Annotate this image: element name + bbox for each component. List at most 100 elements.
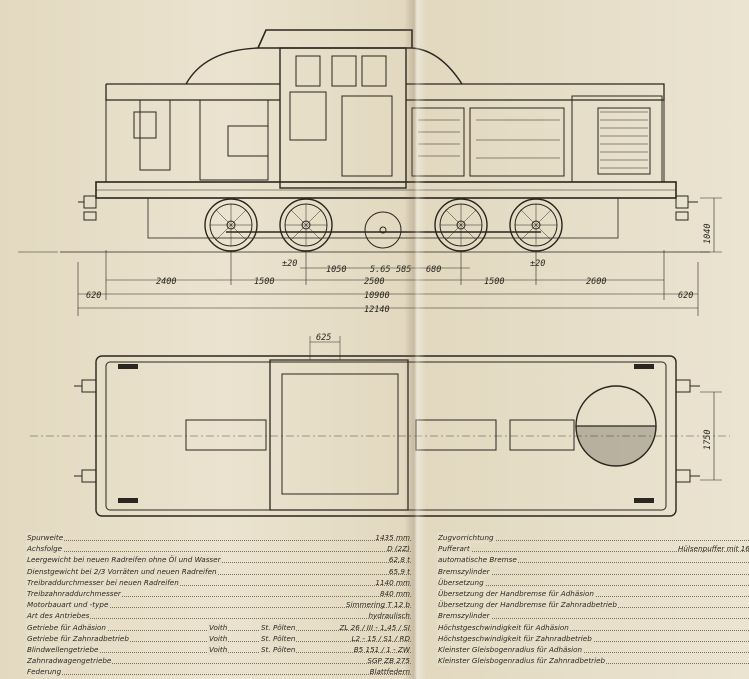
spec-value: L2 - 15 / S1 / RD (351, 633, 410, 643)
spec-label: Blindwellengetriebe (26, 643, 100, 656)
spec-place: St. Pölten (260, 632, 297, 644)
dotted-leader (437, 633, 749, 642)
spec-row: Bremszylinder (437, 565, 749, 577)
dim-1500-b: 1500 (484, 277, 504, 287)
dim-tol-right: ±20 (530, 259, 545, 269)
spec-label: Bremszylinder (437, 610, 491, 622)
dim-620-right: 620 (678, 291, 693, 301)
spec-value: Simmering T 12 b (345, 600, 410, 610)
dim-585: 585 (396, 265, 411, 275)
spec-value: ZL 26 / III - 1,45 / SI (339, 622, 410, 632)
dotted-leader (437, 554, 749, 564)
spec-row: Motorbauart und -type Simmering T 12 b (26, 599, 411, 611)
spec-row: Blindwellengetriebe Voith St. Pölten B5 151… (26, 643, 411, 656)
dim-1500-a: 1500 (254, 277, 274, 287)
dim-2500: 2500 (364, 277, 384, 287)
spec-label: Kleinster Gleisbogenradius für Adhäsion (437, 643, 584, 656)
dim-2400: 2400 (156, 277, 176, 287)
spec-label: Art des Antriebes (26, 610, 91, 622)
spec-row: Getriebe für Zahnradbetrieb Voith St. Pölt… (26, 632, 411, 644)
spec-label: Motorbauart und -type (26, 599, 110, 611)
spec-label: Pufferart (437, 543, 471, 555)
dim-620-left: 620 (86, 291, 101, 301)
spec-value: D (2Z) (387, 544, 410, 554)
spec-row: Übersetzung (437, 576, 749, 588)
dotted-leader (26, 577, 411, 586)
spec-value: SGP ZB 275 (367, 656, 410, 666)
dotted-leader (437, 644, 749, 653)
dotted-leader (437, 610, 749, 620)
spec-label: Dienstgewicht bei 2/3 Vorräten und neuen… (26, 565, 218, 577)
spec-value: 65,9 t (388, 566, 410, 576)
drive-wheels (204, 198, 563, 252)
spec-label: Treibraddurchmesser bei neuen Radreifen (26, 576, 180, 588)
spec-row: Getriebe für Adhäsion Voith St. Pölten ZL 2… (26, 621, 411, 633)
side-buffers (78, 195, 698, 221)
dotted-leader (26, 543, 411, 553)
spec-row: Übersetzung der Handbremse für Adhäsion (437, 587, 749, 600)
spec-maker: Voith (208, 643, 229, 656)
spec-label: Getriebe für Adhäsion (26, 621, 107, 633)
spec-label: Übersetzung (437, 576, 485, 588)
spec-label: Leergewicht bei neuen Radreifen ohne Öl … (26, 554, 222, 566)
dotted-leader (437, 577, 749, 586)
dim-625: 625 (316, 333, 331, 343)
dimension-labels: ±20 ±20 1050 5.65 585 680 2400 1500 2500… (86, 224, 713, 450)
spec-label: Kleinster Gleisbogenradius für Zahnradbe… (437, 655, 607, 667)
dim-12140: 12140 (364, 305, 390, 315)
spec-maker: Voith (208, 621, 229, 633)
dimension-lines (77, 250, 699, 316)
spec-maker: Voith (208, 632, 229, 644)
dim-10900: 10900 (364, 291, 390, 301)
dim-2600: 2600 (586, 277, 606, 287)
spec-row: automatische Bremse (437, 554, 749, 566)
spec-label: Getriebe für Zahnradbetrieb (26, 632, 130, 644)
dim-1750: 1750 (703, 430, 713, 450)
spec-row: Leergewicht bei neuen Radreifen ohne Öl … (26, 554, 411, 566)
radiator-grille (418, 111, 648, 169)
spec-row: Kleinster Gleisbogenradius für Zahnradbe… (437, 655, 749, 667)
spec-place: St. Pölten (260, 643, 297, 656)
spec-value: B5 151 / 1 - ZW (353, 644, 410, 654)
spec-row: Höchstgeschwindigkeit für Adhäsion5 (437, 621, 749, 633)
spec-row: Kleinster Gleisbogenradius für Adhäsion (437, 643, 749, 656)
paper-fold (404, 0, 426, 679)
spec-label: Höchstgeschwindigkeit für Zahnradbetrieb (437, 632, 593, 644)
spec-row: Höchstgeschwindigkeit für Zahnradbetrieb… (437, 632, 749, 644)
spec-label: Federung (26, 666, 63, 678)
dotted-leader (437, 622, 749, 631)
spec-value: 1435 mm (375, 533, 410, 542)
spec-label: Übersetzung der Handbremse für Adhäsion (437, 587, 595, 600)
spec-label: Höchstgeschwindigkeit für Adhäsion (437, 621, 570, 633)
dim-680: 680 (426, 265, 441, 275)
dotted-leader (26, 566, 411, 575)
dotted-leader (26, 610, 411, 620)
spec-row: Zahnradwagengetriebe SGP ZB 275 (26, 655, 411, 667)
dotted-leader (26, 588, 411, 597)
spec-row: Bremszylinder (437, 610, 749, 622)
top-view (30, 336, 730, 517)
spec-value: 62,8 t (388, 555, 410, 565)
dotted-leader (26, 599, 411, 609)
dotted-leader (437, 543, 749, 553)
spec-place: St. Pölten (260, 621, 297, 633)
dim-tol-left: ±20 (282, 259, 297, 269)
spec-row: Zugvorrichtung (437, 532, 749, 544)
dotted-leader (26, 655, 411, 665)
spec-value: 840 mm (379, 588, 410, 598)
spec-label: Zahnradwagengetriebe (26, 655, 113, 667)
spec-row: Dienstgewicht bei 2/3 Vorräten und neuen… (26, 565, 411, 577)
spec-row: Übersetzung der Handbremse für Zahnradbe… (437, 599, 749, 611)
spec-row: Treibzahnraddurchmesser 840 mm (26, 587, 411, 600)
spec-label: Treibzahnraddurchmesser (26, 587, 122, 600)
spec-label: Zugvorrichtung (437, 532, 495, 544)
dim-1040: 1040 (703, 224, 713, 244)
